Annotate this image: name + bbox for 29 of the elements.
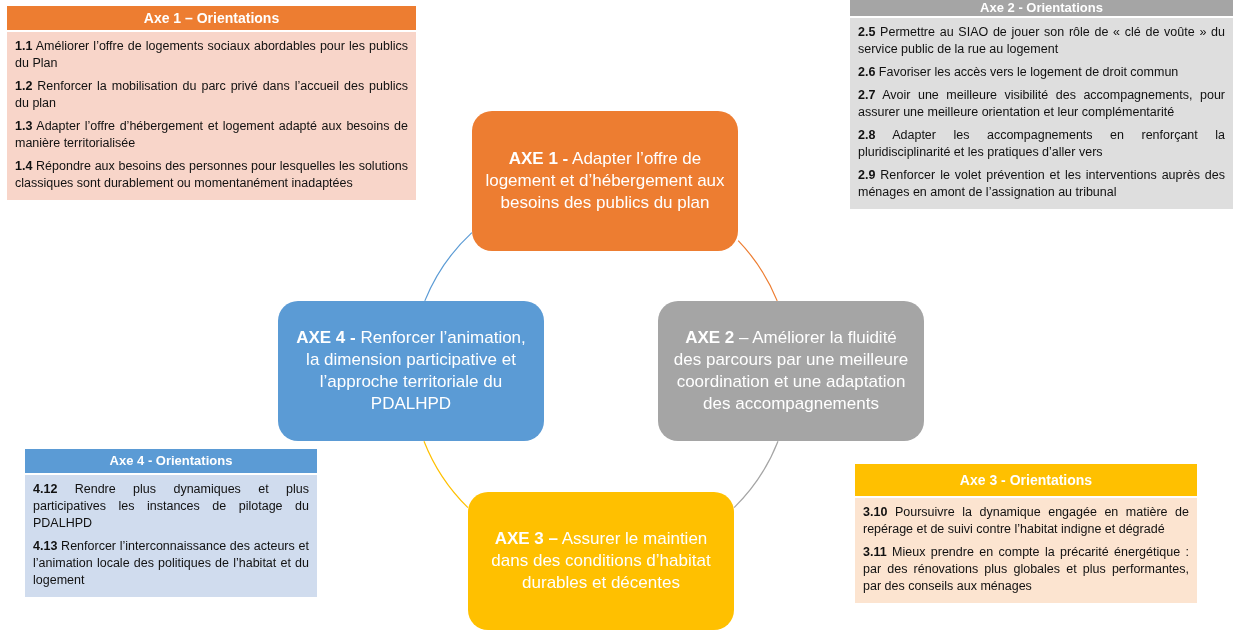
axis-box (472, 111, 738, 251)
panel-header: Axe 1 – Orientations (7, 6, 416, 30)
orientation-item: 4.13 Renforcer l’interconnaissance des acteurs et l’animation locale des politiques de l’habitat et du logement (33, 538, 309, 589)
orientation-item: 2.6 Favoriser les accès vers le logement de droit commun (858, 64, 1180, 81)
orientation-item: 2.5 Permettre au SIAO de jouer son rôle de « clé de voûte » du service public de la rue au logement (858, 24, 1225, 58)
orientation-item: 1.4 Répondre aux besoins des personnes pour lesquelles les solutions classiques sont durablement ou momentanément inadaptées (15, 158, 408, 192)
orientation-item: 4.12 Rendre plus dynamiques et plus participatives les instances de pilotage du PDALHPD (33, 481, 309, 532)
axis-box (278, 301, 544, 441)
panel-header: Axe 4 - Orientations (25, 449, 317, 473)
axis-title: AXE 1 - Adapter l’offre de logement et d’hébergement aux besoins des publics du plan (484, 148, 726, 214)
connector-arc (424, 232, 473, 302)
panel-header: Axe 2 - Orientations (850, 0, 1233, 16)
orientation-item: 2.9 Renforcer le volet prévention et les interventions auprès des ménages en amont de l’assignation au tribunal (858, 167, 1225, 201)
orientation-item: 1.3 Adapter l’offre d’hébergement et logement adapté aux besoins de manière territorialisée (15, 118, 408, 152)
axis-title: AXE 2 – Améliorer la fluidité des parcours par une meilleure coordination et une adaptation des accompagnements (672, 327, 910, 415)
axis-box (468, 492, 734, 630)
orientation-item: 1.2 Renforcer la mobilisation du parc privé dans l’accueil des publics du plan (15, 78, 408, 112)
connector-arc (423, 440, 469, 509)
connector-arc (733, 440, 779, 509)
orientation-item: 3.11 Mieux prendre en compte la précarité énergétique : par des rénovations plus globales et plus performantes, par des conseils aux ménages (863, 544, 1189, 595)
axis-title: AXE 3 – Assurer le maintien dans des conditions d’habitat durables et décentes (490, 528, 712, 594)
axis-title: AXE 4 - Renforcer l’animation, la dimension participative et l’approche territoriale du PDALHPD (295, 327, 527, 415)
connector-arc (737, 240, 778, 302)
orientation-item: 2.7 Avoir une meilleure visibilité des accompagnements, pour assurer une meilleure orientation et leur complémentarité (858, 87, 1225, 121)
panel-header: Axe 3 - Orientations (855, 464, 1197, 496)
orientation-item: 3.10 Poursuivre la dynamique engagée en matière de repérage et de suivi contre l’habitat indigne et dégradé (863, 504, 1189, 538)
orientation-item: 2.8 Adapter les accompagnements en renforçant la pluridisciplinarité et les pratiques d’aller vers (858, 127, 1225, 161)
axis-box (658, 301, 924, 441)
orientation-item: 1.1 Améliorer l’offre de logements sociaux abordables pour les publics du Plan (15, 38, 408, 72)
